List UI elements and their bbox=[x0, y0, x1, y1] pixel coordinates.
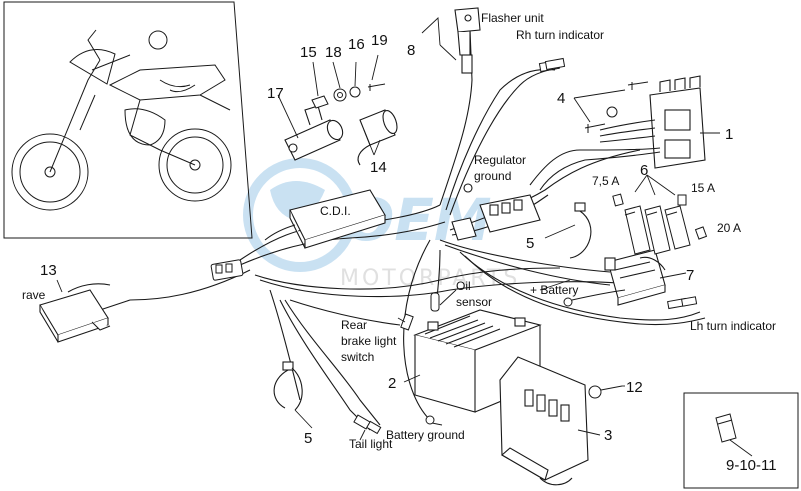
text-labels: Flasher unit Rh turn indicator Regulator… bbox=[22, 11, 776, 451]
label-tail-light: Tail light bbox=[349, 437, 393, 451]
tail-light-connector bbox=[353, 414, 382, 435]
callout-17: 17 bbox=[267, 85, 284, 102]
cover-screw bbox=[588, 385, 623, 399]
ignition-coil bbox=[284, 105, 344, 161]
small-fasteners bbox=[311, 83, 386, 109]
label-fuse-20a: 20 A bbox=[717, 221, 741, 235]
callout-6: 6 bbox=[640, 162, 648, 179]
label-lh-turn-indicator: Lh turn indicator bbox=[690, 319, 776, 333]
callout-numbers: 1 2 3 4 5 5 6 7 8 12 13 14 15 16 17 18 1… bbox=[40, 32, 777, 474]
callout-18: 18 bbox=[325, 44, 342, 61]
cdi-unit: C.D.I. bbox=[264, 189, 386, 249]
callout-15: 15 bbox=[300, 44, 317, 61]
label-regulator-ground: ground bbox=[474, 169, 511, 183]
flasher-unit bbox=[454, 7, 481, 74]
fuse-box bbox=[604, 249, 666, 306]
callout-19: 19 bbox=[371, 32, 388, 49]
label-fuse-15a: 15 A bbox=[691, 181, 715, 195]
label-rave: rave bbox=[22, 288, 46, 302]
callout-7: 7 bbox=[686, 267, 694, 284]
rave-unit bbox=[39, 283, 111, 343]
label-brake-light: brake light bbox=[341, 334, 397, 348]
battery-terminal bbox=[563, 289, 626, 307]
label-switch: switch bbox=[341, 350, 374, 364]
label-regulator: Regulator bbox=[474, 153, 526, 167]
cable-clip-right bbox=[569, 202, 592, 259]
cable-clip-left bbox=[273, 361, 303, 411]
rh-turn-connector bbox=[538, 57, 566, 73]
motorcycle-inset bbox=[3, 1, 253, 239]
lh-turn-connector bbox=[667, 296, 698, 310]
oil-sensor-connector bbox=[430, 292, 440, 312]
label-rh-turn-indicator: Rh turn indicator bbox=[516, 28, 604, 42]
callout-1: 1 bbox=[725, 126, 733, 143]
callout-16: 16 bbox=[348, 36, 365, 53]
callout-2: 2 bbox=[388, 375, 396, 392]
regulator bbox=[529, 75, 706, 191]
cdi-label: C.D.I. bbox=[320, 204, 351, 218]
inset-frame bbox=[3, 1, 253, 239]
fuses bbox=[612, 193, 708, 255]
label-oil: Oil bbox=[456, 279, 471, 293]
callout-8: 8 bbox=[407, 42, 415, 59]
label-flasher-unit: Flasher unit bbox=[481, 11, 544, 25]
callout-13: 13 bbox=[40, 262, 57, 279]
battery-cover bbox=[499, 356, 589, 486]
watermark-motorparts: MOTORPARTS bbox=[340, 266, 520, 291]
front-wheel-icon bbox=[11, 133, 89, 211]
callout-3: 3 bbox=[604, 427, 612, 444]
label-plus-battery: + Battery bbox=[530, 283, 578, 297]
spark-plug-cap bbox=[357, 109, 398, 166]
leader-lines bbox=[56, 17, 753, 457]
callout-9-10-11: 9-10-11 bbox=[726, 457, 777, 474]
label-battery-ground: Battery ground bbox=[386, 428, 465, 442]
rear-wheel-icon bbox=[158, 128, 232, 202]
fuse-inset bbox=[683, 392, 799, 489]
callout-4: 4 bbox=[557, 90, 565, 107]
callout-5-left: 5 bbox=[304, 430, 312, 447]
callout-14: 14 bbox=[370, 159, 387, 176]
brake-switch bbox=[400, 313, 414, 331]
label-sensor: sensor bbox=[456, 295, 492, 309]
label-rear: Rear bbox=[341, 318, 367, 332]
harness-connector bbox=[210, 259, 244, 281]
label-fuse-7-5a: 7,5 A bbox=[592, 174, 619, 188]
connector-block bbox=[451, 183, 541, 241]
screws bbox=[584, 81, 649, 133]
battery-ground-terminal bbox=[425, 415, 435, 425]
callout-5-right: 5 bbox=[526, 235, 534, 252]
callout-12: 12 bbox=[626, 379, 643, 396]
